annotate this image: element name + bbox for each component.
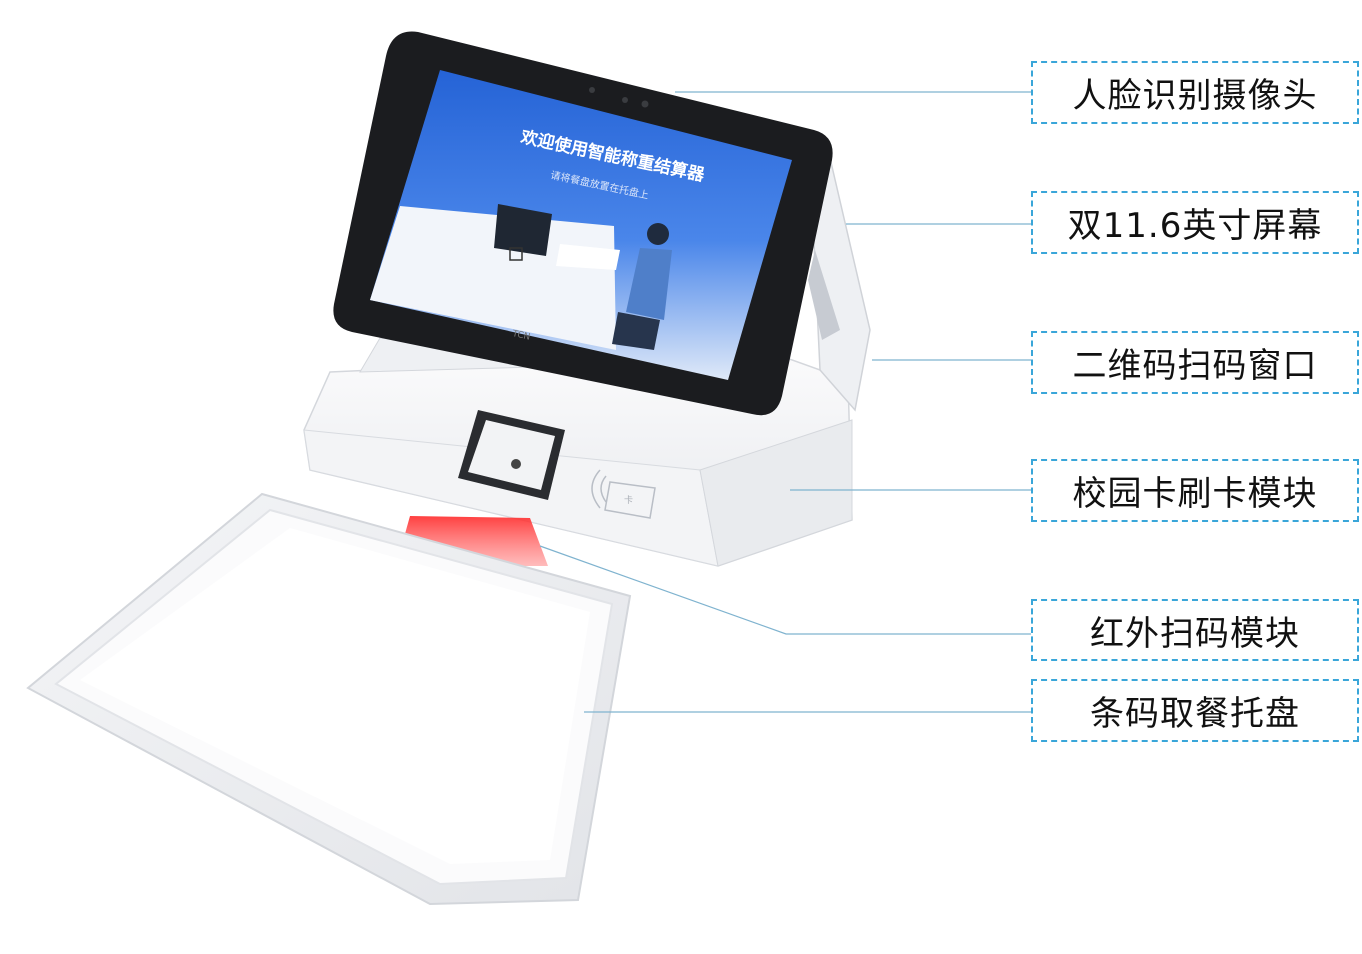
callout-dual-screen: 双11.6英寸屏幕 bbox=[1031, 191, 1359, 254]
bezel-brand: TCN bbox=[510, 329, 531, 343]
leader-line-infrared bbox=[539, 545, 1031, 635]
callout-infrared-module: 红外扫码模块 bbox=[1031, 599, 1359, 661]
qr-scan-window bbox=[458, 410, 565, 500]
meal-tray bbox=[26, 492, 632, 906]
card-reader: 卡 bbox=[591, 469, 656, 519]
front-screen: 欢迎使用智能称重结算器 请将餐盘放置在托盘上 TCN bbox=[333, 31, 833, 416]
camera-lens-icon bbox=[622, 97, 628, 103]
camera-lens-icon bbox=[589, 87, 595, 93]
callout-face-camera: 人脸识别摄像头 bbox=[1031, 61, 1359, 124]
callout-card-module: 校园卡刷卡模块 bbox=[1031, 459, 1359, 522]
callout-barcode-tray: 条码取餐托盘 bbox=[1031, 679, 1359, 742]
callout-qr-window: 二维码扫码窗口 bbox=[1031, 331, 1359, 394]
leader-lines bbox=[539, 91, 1031, 713]
card-reader-label: 卡 bbox=[624, 494, 633, 506]
camera-lens-icon bbox=[641, 100, 649, 108]
